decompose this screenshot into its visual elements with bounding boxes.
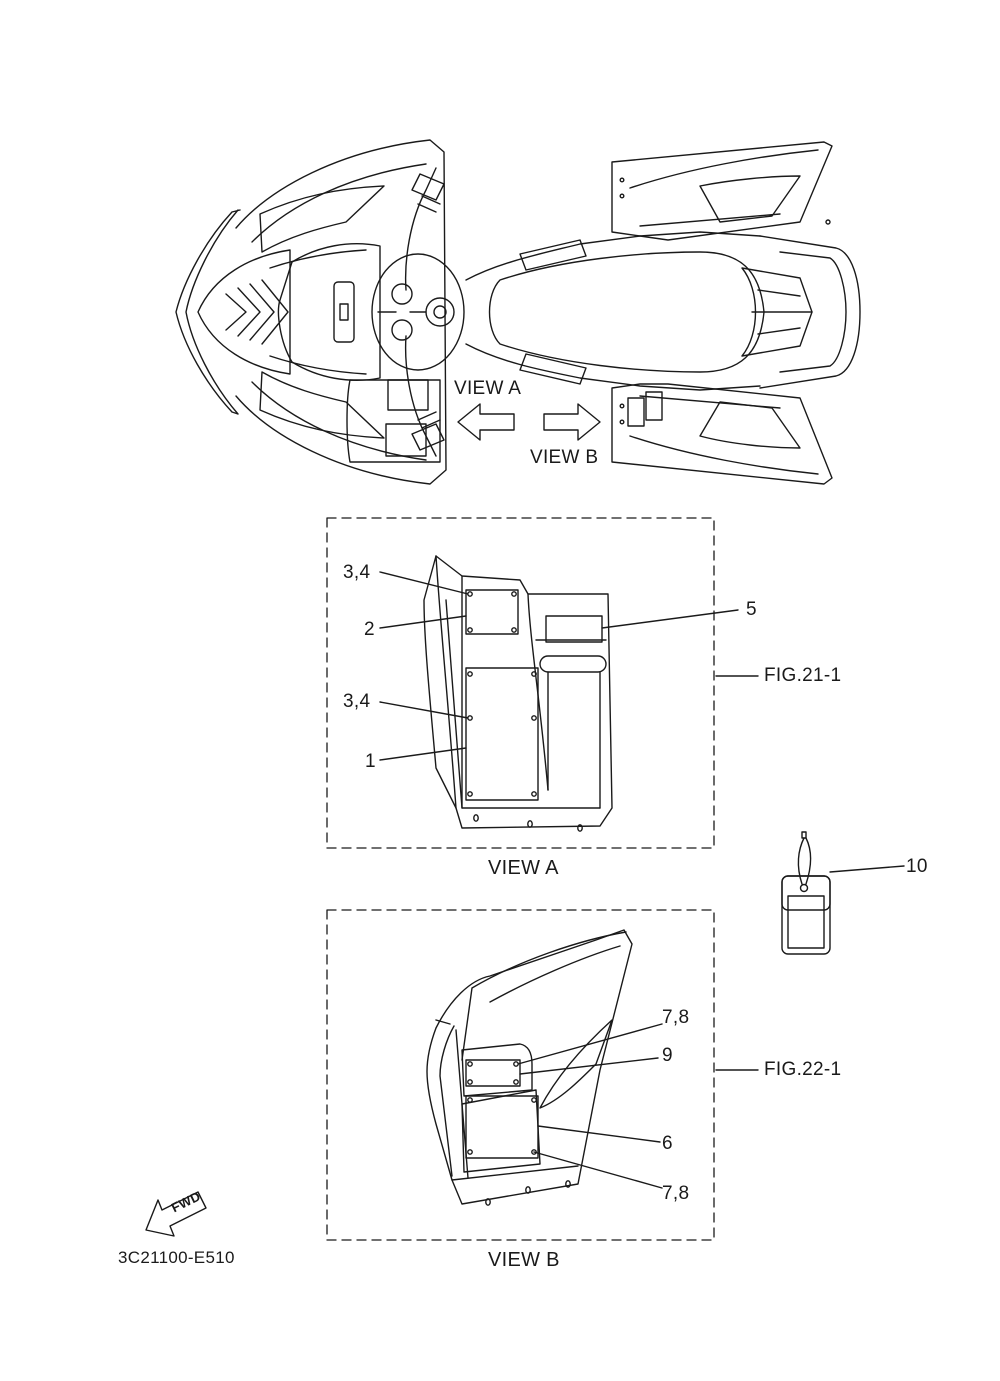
leader-3-4-top — [380, 572, 468, 594]
callout-10: 10 — [906, 856, 928, 877]
leader-2 — [380, 616, 466, 628]
callout-6: 6 — [662, 1133, 673, 1154]
front-bumper — [176, 210, 240, 414]
leader-9 — [520, 1058, 658, 1074]
leader-3-4-mid — [380, 702, 468, 718]
key-tag-body — [782, 876, 830, 910]
view-a-label-1 — [466, 668, 538, 800]
key-tag — [782, 832, 904, 954]
leader-6 — [538, 1126, 660, 1142]
view-b-caption: VIEW B — [488, 1249, 560, 1271]
leader-7-8-bottom — [534, 1152, 662, 1188]
chassis — [466, 232, 760, 390]
callout-2: 2 — [364, 619, 375, 640]
steering-hub — [372, 254, 464, 370]
fig-21-1-label: FIG.21-1 — [764, 665, 842, 686]
callout-3-4-top: 3,4 — [343, 562, 371, 583]
view-b-box — [327, 910, 758, 1240]
leader-1 — [380, 748, 466, 760]
callout-9: 9 — [662, 1045, 673, 1066]
fwd-arrow — [146, 1192, 206, 1236]
leader-7-8-top — [518, 1024, 662, 1064]
fig-22-1-label: FIG.22-1 — [764, 1059, 842, 1080]
callout-1: 1 — [365, 751, 376, 772]
atv-top-view — [176, 140, 860, 484]
fwd-arrow-shape — [146, 1192, 206, 1236]
rear-rack — [760, 236, 860, 388]
view-a-label-2 — [466, 590, 518, 634]
leader-5 — [602, 610, 738, 628]
view-a-arrow-label: VIEW A — [454, 378, 522, 399]
seat — [490, 252, 765, 372]
rear-fender-top — [612, 142, 832, 240]
hood — [279, 244, 381, 381]
front-grille — [198, 250, 290, 374]
handlebar — [406, 168, 436, 456]
view-b-label-9 — [466, 1060, 520, 1086]
view-a-label-5 — [546, 616, 602, 642]
view-b-arrow — [544, 404, 600, 440]
view-b-arrow-label: VIEW B — [530, 447, 599, 468]
view-b-fender — [427, 930, 632, 1204]
callout-3-4-mid: 3,4 — [343, 691, 371, 712]
callout-7-8-top: 7,8 — [662, 1007, 690, 1028]
callout-7-8-bottom: 7,8 — [662, 1183, 690, 1204]
view-b-frame — [327, 910, 714, 1240]
callout-5: 5 — [746, 599, 757, 620]
part-code: 3C21100-E510 — [118, 1248, 235, 1267]
view-a-frame — [327, 518, 714, 848]
leader-10 — [830, 866, 904, 872]
view-arrows — [458, 404, 600, 440]
view-a-box — [327, 518, 758, 848]
view-a-arrow — [458, 404, 514, 440]
front-fender — [236, 140, 446, 484]
view-a-caption: VIEW A — [488, 857, 559, 879]
rear-fender-bottom — [612, 384, 832, 484]
view-b-label-6 — [466, 1096, 538, 1158]
